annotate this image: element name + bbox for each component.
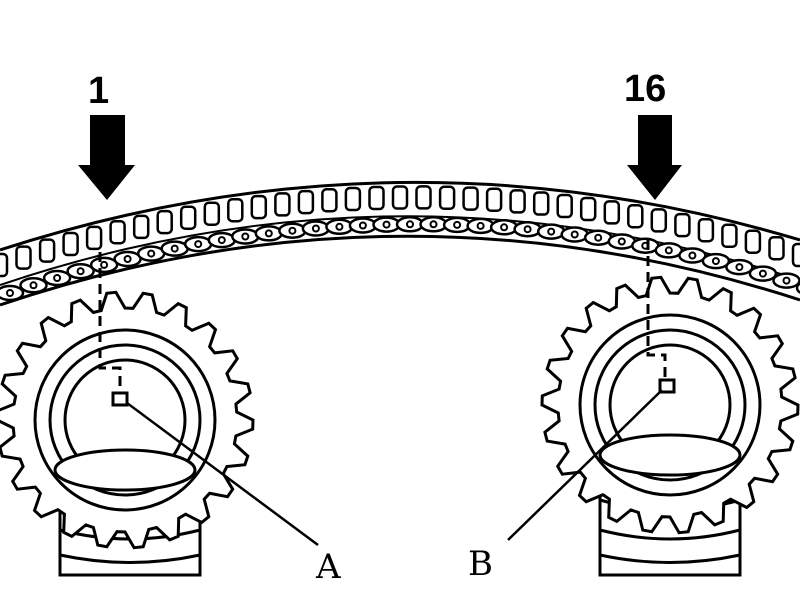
timing-mark-left [111, 391, 129, 407]
chain-link-plate [795, 282, 800, 294]
right-sprocket [540, 275, 800, 535]
chain-roller [38, 238, 56, 263]
chain-roller [438, 185, 456, 211]
leader-line-a [126, 401, 319, 547]
chain-roller [674, 212, 691, 238]
chain-roller [274, 192, 291, 217]
alignment-lines [98, 240, 667, 395]
chain-pin [335, 222, 344, 231]
chain-pin [453, 220, 462, 229]
chain-pin [500, 223, 509, 232]
chain-roller [462, 186, 479, 211]
chain-roller [15, 245, 32, 270]
chain-roller [85, 225, 103, 251]
link-marker-last: 16 [624, 68, 666, 110]
chain-roller [179, 205, 197, 230]
chain-roller [579, 196, 597, 222]
chain-roller [62, 231, 79, 257]
chain-pin [758, 269, 767, 278]
chain-pin [6, 289, 14, 297]
chain-roller [0, 252, 9, 278]
chain-pin [664, 246, 673, 255]
timing-chain [0, 180, 800, 307]
chain-pin [29, 281, 38, 290]
chain-roller [485, 187, 503, 213]
chain-roller [532, 191, 550, 216]
down-arrow-icon [78, 115, 135, 200]
chain-pin [570, 230, 579, 239]
chain-pin [147, 249, 156, 258]
chain-roller [721, 223, 738, 249]
chain-roller [227, 197, 244, 223]
timing-mark-right [658, 378, 676, 394]
chain-pin [241, 232, 250, 241]
chain-pin [429, 220, 438, 229]
chain-pin [123, 255, 132, 263]
chain-pin [735, 263, 744, 272]
chain-roller [156, 209, 173, 235]
chain-pin [406, 220, 414, 229]
chain-roller [415, 185, 432, 210]
chain-roller [627, 203, 644, 229]
chain-pin [217, 236, 226, 245]
chain-roller [744, 229, 762, 254]
chain-pin [358, 221, 367, 230]
chain-roller [556, 193, 573, 219]
chain-roller [344, 186, 362, 212]
chain-pin [523, 225, 532, 234]
link-marker-first: 1 [88, 70, 109, 112]
chain-pin [617, 237, 626, 246]
chain-pin [547, 227, 556, 236]
chain-roller [368, 185, 385, 211]
chain-pin [53, 274, 62, 282]
chain-roller [203, 201, 221, 226]
chain-pin [688, 251, 697, 260]
chain-roller [603, 200, 621, 225]
left-sprocket [0, 290, 255, 550]
chain-roller [791, 242, 800, 268]
chain-pin [100, 260, 109, 269]
chain-roller [250, 194, 268, 220]
chain-pin [476, 221, 485, 230]
chain-roller [321, 188, 338, 213]
callout-a: A [315, 547, 341, 587]
chain-links [0, 185, 800, 302]
leader-line-b [507, 389, 663, 541]
chain-pin [76, 267, 85, 276]
chain-pin [311, 224, 320, 233]
callout-b: B [468, 544, 493, 584]
chain-pin [194, 240, 203, 249]
chain-pin [782, 276, 791, 285]
chain-roller [132, 214, 150, 240]
chain-pin [170, 244, 179, 253]
chain-roller [391, 185, 409, 210]
chain-roller [697, 217, 715, 243]
chain-roller [768, 235, 785, 261]
chain-pin [711, 257, 720, 266]
chain-pin [594, 233, 603, 242]
chain-roller [650, 208, 668, 233]
down-arrow-icon [627, 115, 682, 200]
chain-pin [288, 226, 297, 235]
chain-roller [297, 189, 315, 215]
chain-roller [509, 189, 526, 214]
chain-pin [382, 220, 391, 229]
chain-pin [264, 229, 273, 238]
chain-roller [109, 219, 126, 245]
